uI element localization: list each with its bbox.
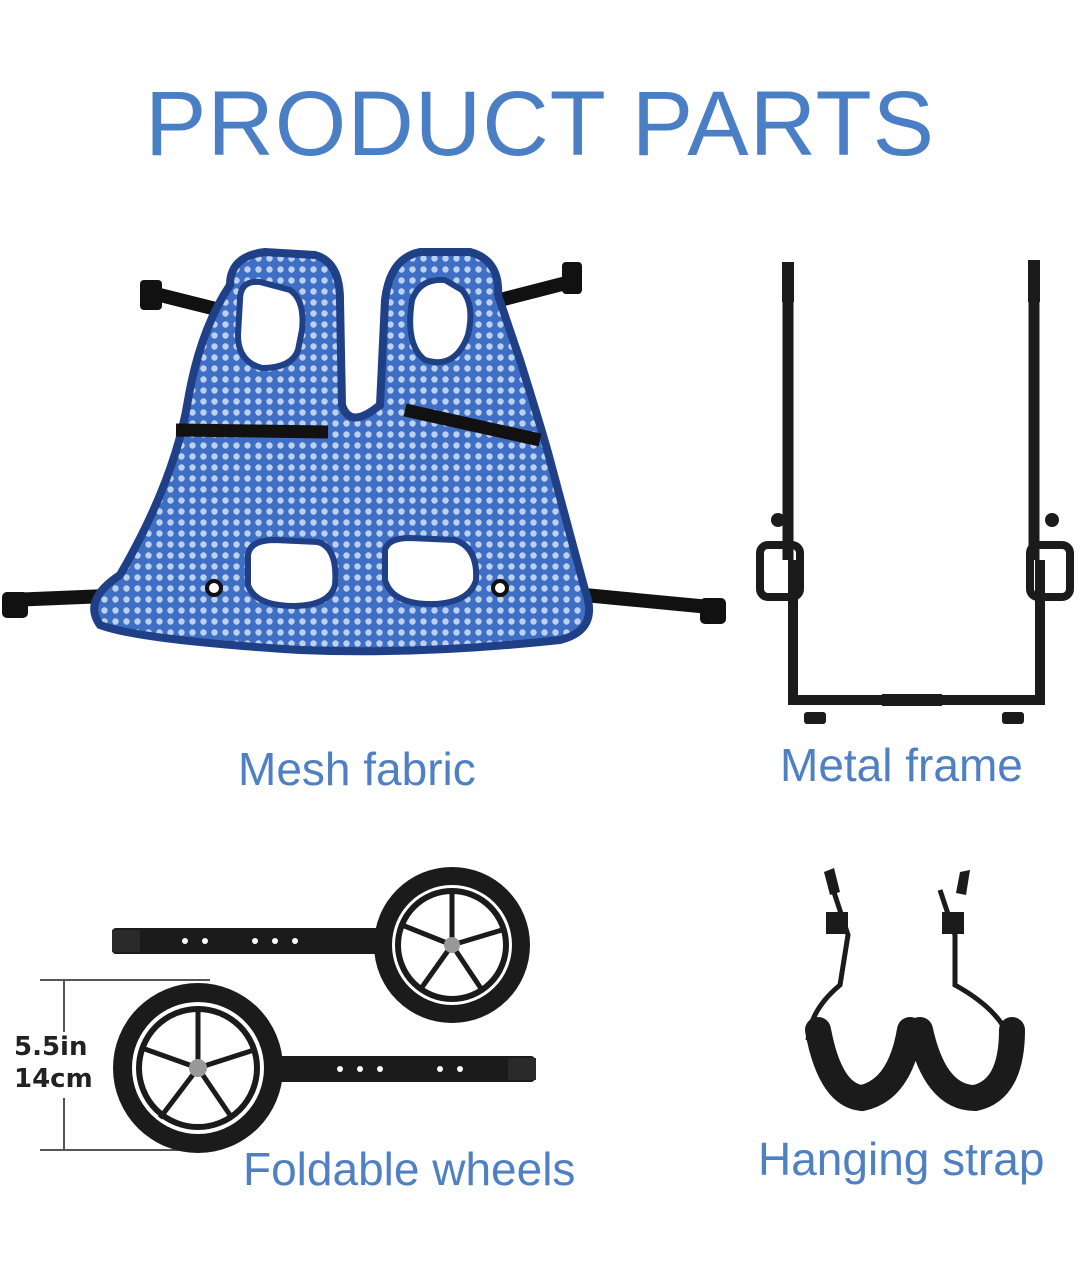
metal-frame-label: Metal frame	[780, 739, 1023, 791]
foldable-wheels-label: Foldable wheels	[243, 1143, 576, 1195]
dimension-metric: 14cm	[14, 1064, 93, 1094]
metal-frame-icon	[756, 260, 1074, 724]
mesh-fabric-label: Mesh fabric	[238, 743, 476, 795]
wheels-icon	[112, 867, 536, 1153]
buckle-icon	[2, 592, 28, 618]
dimension-imperial: 5.5in	[14, 1032, 88, 1062]
hanging-strap-label: Hanging strap	[758, 1133, 1045, 1185]
hanging-strap-icon	[805, 868, 1025, 1112]
page-title: PRODUCT PARTS	[144, 73, 935, 175]
mesh-vest-icon	[2, 247, 726, 656]
buckle-icon	[700, 598, 726, 624]
